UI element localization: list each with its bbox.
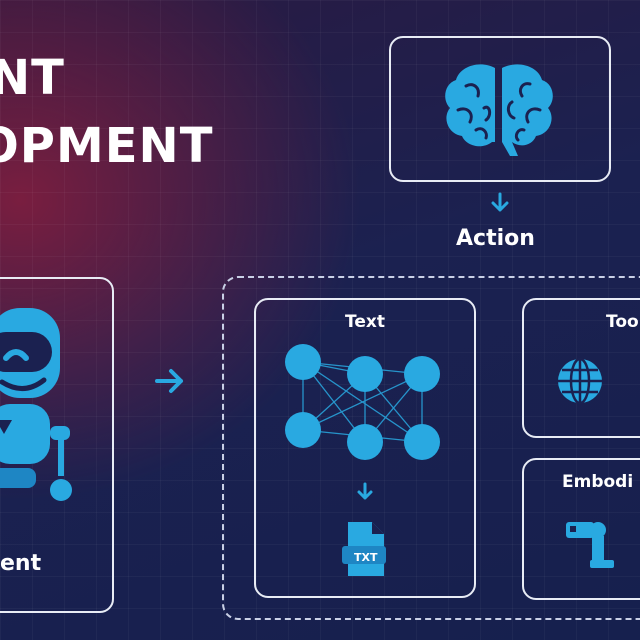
txt-file-icon — [342, 522, 386, 576]
neural-network-icon — [285, 344, 440, 460]
agent-box — [0, 277, 114, 613]
text-box — [254, 298, 476, 598]
brain-icon — [445, 64, 553, 156]
arrow-right-icon — [155, 369, 183, 393]
arrow-down-small-icon — [357, 482, 373, 500]
robot-icon — [0, 308, 72, 501]
globe-icon — [558, 357, 602, 405]
tools-box — [522, 298, 640, 438]
action-label: Action — [456, 226, 535, 251]
embodied-box — [522, 458, 640, 600]
robot-arm-icon — [566, 522, 614, 568]
tools-label: Too — [606, 312, 639, 332]
text-label: Text — [345, 312, 385, 332]
title-line-2: OPMENT — [0, 118, 214, 174]
arrow-down-icon — [491, 192, 509, 212]
txt-file-label: TXT — [354, 551, 378, 564]
title-line-1: NT — [0, 50, 65, 106]
modalities-group — [222, 276, 640, 620]
agent-label: ent — [0, 551, 42, 576]
embodied-label: Embodi — [562, 472, 634, 492]
brain-box — [389, 36, 611, 182]
